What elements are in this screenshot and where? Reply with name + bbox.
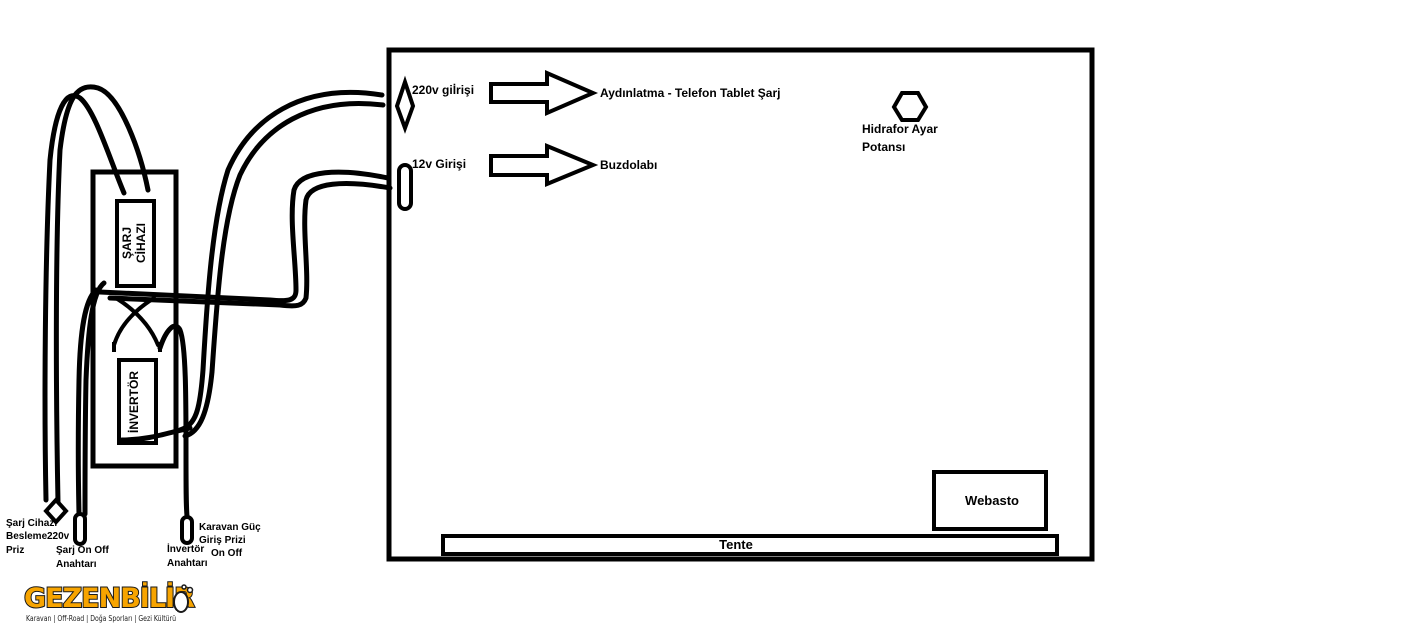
power-inlet-label-line2: Giriş Prizi [199,535,246,546]
wire-12v-a [97,169,391,304]
logo-footprint-icon [173,584,194,613]
inverter-switch-oval-icon [180,515,194,545]
input-12v-label: 12v Girişi [412,157,466,171]
wire-12v-b [107,181,393,309]
logo-tagline: Karavan | Off-Road | Doğa Sporları | Gez… [26,614,176,623]
output-lighting-label: Aydınlatma - Telefon Tablet Şarj [600,86,780,100]
pump-potentiometer-hexagon-icon [891,91,929,122]
inverter-switch-label-line1: İnvertör [167,542,204,555]
pump-label-line2: Potansı [862,140,905,154]
arrow-to-lighting-icon [489,69,599,117]
charger-switch-label-line1: Şarj On Off [56,545,109,556]
awning-label: Tente [719,537,753,552]
wire-cross-a [114,296,160,347]
charger-socket-label-line1: Şarj Cihazı [6,518,57,529]
logo-name: GEZENBİLİR [24,582,195,614]
input-12v-oval-icon [397,163,413,211]
wire-inverter-switch [157,323,190,519]
charger-socket-label-line3: Priz [6,545,24,556]
output-fridge-label: Buzdolabı [600,158,657,172]
wire-charger-feed-b [53,84,151,505]
power-inlet-label-line1: Karavan Güç [199,522,261,533]
charger-switch-label-line2: Anahtarı [56,559,97,570]
charger-label-line1: ŞARJ [120,227,134,259]
charger-socket-label-line2: Besleme [6,531,48,542]
awning-bar [441,534,1059,556]
inverter-label: İNVERTÖR [126,371,141,433]
charger-box [115,199,156,288]
heater-label: Webasto [965,493,1019,508]
wire-220v-a [177,89,385,433]
input-220v-label: 220v giİrişi [412,82,474,97]
wire-charger-switch-b [82,280,107,517]
power-inlet-label-line3: On Off [211,548,243,559]
heater-box [932,470,1048,531]
v220-label: 220v [47,531,70,542]
logo-tagline-bar [25,611,177,623]
inverter-switch-label-line2: Anahtarı [167,558,208,569]
charger-supply-socket-diamond-icon [43,497,69,525]
wire-220v-b [182,101,386,439]
gezenbilir-logo: GEZENBİLİR Karavan | Off-Road | Doğa Spo… [23,581,197,623]
control-panel-frame [386,47,1095,562]
input-220v-diamond-icon [394,75,416,134]
wire-charger-switch [75,287,99,517]
wire-cross-b [112,296,156,347]
charger-switch-oval-icon [73,512,87,546]
inverter-box [117,358,158,445]
arrow-to-fridge-icon [489,143,599,187]
wire-inverter-out [119,425,193,443]
pump-label-line1: Hidrafor Ayar [862,122,938,136]
wire-charger-feed-a [42,93,127,503]
charger-label-line2: CİHAZI [133,223,148,263]
